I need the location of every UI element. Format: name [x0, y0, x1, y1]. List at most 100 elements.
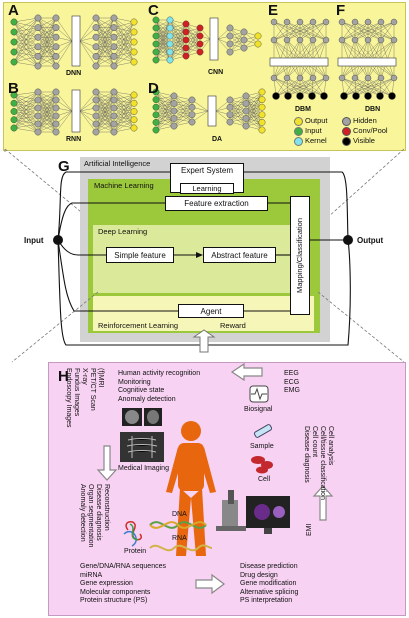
da-graph-node: [170, 100, 178, 107]
legend-label-kernel: Kernel: [305, 136, 327, 145]
dbn-graph-node: [377, 18, 385, 26]
legend-swatch-visible: [342, 137, 351, 146]
signals-list: EEG ECG EMG: [284, 370, 300, 396]
dbn-graph-node: [338, 18, 346, 26]
omics-input-item: miRNA: [80, 571, 103, 579]
cnn-graph-node: [152, 24, 160, 32]
da-graph-node: [188, 103, 196, 111]
rnn-graph-node: [34, 112, 42, 120]
dnn-graph-node: [10, 48, 18, 56]
cnn-graph-node: [182, 20, 190, 28]
panel-letter-a: A: [8, 2, 19, 19]
cnn-graph-node: [196, 24, 204, 32]
cnn-graph-node: [240, 36, 248, 44]
dbn-graph-node: [388, 92, 396, 100]
panel-letter-c: C: [148, 2, 159, 19]
dna-label: DNA: [172, 511, 187, 518]
cnn-graph-node: [182, 36, 190, 44]
da-graph-node: [188, 118, 196, 126]
cell-task-item: Cell count: [311, 426, 318, 458]
dbm-graph-node: [308, 92, 316, 100]
da-graph-node: [242, 100, 250, 107]
dbn-graph-node: [340, 92, 348, 100]
cell-label: Cell: [258, 476, 271, 483]
cnn-graph-node: [152, 48, 160, 56]
activity-item: Monitoring: [118, 378, 151, 386]
abstract-feature-box: Abstract feature: [203, 247, 276, 263]
rnn-label: RNN: [66, 136, 82, 143]
output-label: Output: [357, 236, 384, 245]
omics-input-item: Molecular components: [80, 588, 151, 596]
dbm-graph-node: [283, 18, 291, 26]
omics-output-item: Gene modification: [240, 580, 297, 587]
cnn-graph-node: [166, 48, 174, 56]
rnn-graph-node: [92, 104, 100, 112]
rna-label: RNA: [172, 535, 187, 542]
cell-tasks: Cell analysis Cell/tissue classification…: [302, 426, 334, 500]
rnn-graph-node: [92, 112, 100, 120]
legend-label-visible: Visible: [353, 136, 375, 145]
imaging-modalities: (f)MRI PET/CT Scan X-ray Fundus Images E…: [64, 368, 104, 428]
omics-input-item: Gene/DNA/RNA sequences: [80, 563, 166, 570]
dnn-graph-node: [10, 38, 18, 46]
dnn-graph-node: [34, 33, 42, 41]
dbm-graph-node: [309, 74, 317, 82]
rnn-graph-node: [110, 120, 118, 128]
rnn-graph-node: [130, 116, 138, 124]
dbn-label: DBN: [365, 106, 381, 113]
dbm-graph-node: [320, 92, 328, 100]
panel-letter-f: F: [336, 2, 346, 19]
dnn-graph-node: [110, 43, 118, 51]
rnn-graph-node: [10, 116, 18, 124]
cnn-graph-node: [240, 28, 248, 36]
dbm-graph-node: [296, 36, 304, 44]
dnn-graph-node: [130, 38, 138, 46]
legend-swatch-input: [294, 127, 303, 136]
imaging-tasks: Reconstruction Disease diagnosis Organ s…: [78, 484, 110, 547]
panel-letter-g: G: [58, 158, 70, 175]
da-graph-node: [226, 96, 234, 104]
rnn-graph-node: [52, 112, 60, 120]
da-graph-node: [152, 126, 160, 134]
activity-item: Human activity recognition: [118, 370, 201, 377]
dbn-graph-node: [376, 92, 384, 100]
panel-letter-d: D: [148, 80, 159, 97]
imaging-task-item: Reconstruction: [103, 484, 110, 531]
modality-item: PET/CT Scan: [89, 368, 96, 411]
cnn-graph-node: [182, 44, 190, 52]
reward-label: Reward: [220, 321, 246, 330]
activity-item: Anomaly detection: [118, 395, 176, 403]
emi-label: EMI: [306, 523, 313, 536]
dbn-graph-node: [390, 74, 398, 82]
dbm-graph-node: [270, 36, 278, 44]
dbm-label: DBM: [295, 106, 311, 113]
da-graph-node: [258, 88, 266, 96]
biosignal-label: Biosignal: [244, 406, 273, 413]
signal-item: EMG: [284, 387, 300, 394]
dbn-graph-node: [390, 36, 398, 44]
cnn-graph-node: [166, 56, 174, 64]
cnn-graph-node: [182, 52, 190, 60]
rl-title: Reinforcement Learning: [98, 321, 179, 330]
rnn-graph-node: [10, 108, 18, 115]
protein-label: Protein: [124, 548, 147, 555]
mapping-box: Mapping/Classification: [290, 196, 310, 315]
omics-output-item: PS interpretation: [240, 597, 293, 604]
cnn-graph-node: [166, 40, 174, 48]
rnn-graph-node: [34, 128, 42, 136]
rnn-graph-node: [92, 96, 100, 104]
dnn-graph-node: [92, 33, 100, 41]
dnn-graph-node: [52, 53, 60, 60]
dnn-graph-node: [34, 62, 42, 70]
dbn-graph-node: [338, 36, 346, 44]
rnn-graph-node: [110, 96, 118, 104]
dnn-graph: [10, 14, 138, 70]
legend-swatch-convpool: [342, 127, 351, 136]
panel-letter-h: H: [58, 368, 69, 385]
dbm-graph-node: [270, 74, 278, 82]
da-graph-node: [170, 92, 178, 100]
rnn-graph-node: [130, 99, 138, 107]
dnn-graph-node: [130, 58, 138, 66]
abstract-feature-label: Abstract feature: [211, 250, 268, 260]
